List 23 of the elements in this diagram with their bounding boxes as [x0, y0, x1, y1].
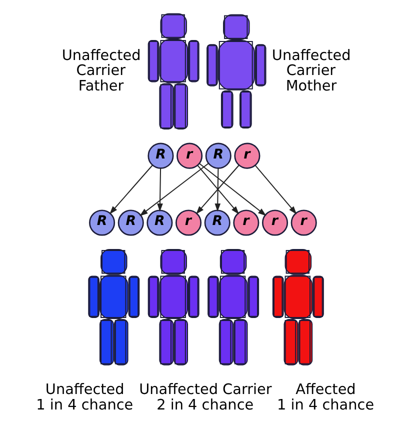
arrow [214, 168, 221, 212]
node-circle: r [234, 142, 260, 169]
node-circle: r [290, 210, 317, 236]
node-label: Unaffected Carrier Mother [272, 48, 351, 95]
node-label: Affected 1 in 4 chance [277, 382, 374, 414]
node-label: Unaffected Carrier Father [62, 48, 141, 95]
node-circle: r [176, 210, 202, 236]
node-circle: r [262, 210, 288, 236]
node-circle: R [205, 142, 232, 169]
node-circle: R [146, 210, 173, 236]
node-circle: r [176, 142, 203, 169]
arrow [254, 165, 297, 214]
arrow [157, 168, 163, 212]
node-label: Unaffected 1 in 4 chance [36, 382, 134, 414]
arrow [199, 163, 266, 216]
node-circle: R [118, 210, 144, 236]
arrow [109, 164, 153, 214]
arrow [140, 163, 209, 216]
node-circle: R [89, 210, 116, 236]
node-circle: R [204, 210, 230, 236]
label: Unaffected Carrier 2 in 4 chance [139, 382, 272, 414]
node-circle: R [148, 142, 174, 169]
node-circle: r [233, 210, 260, 236]
